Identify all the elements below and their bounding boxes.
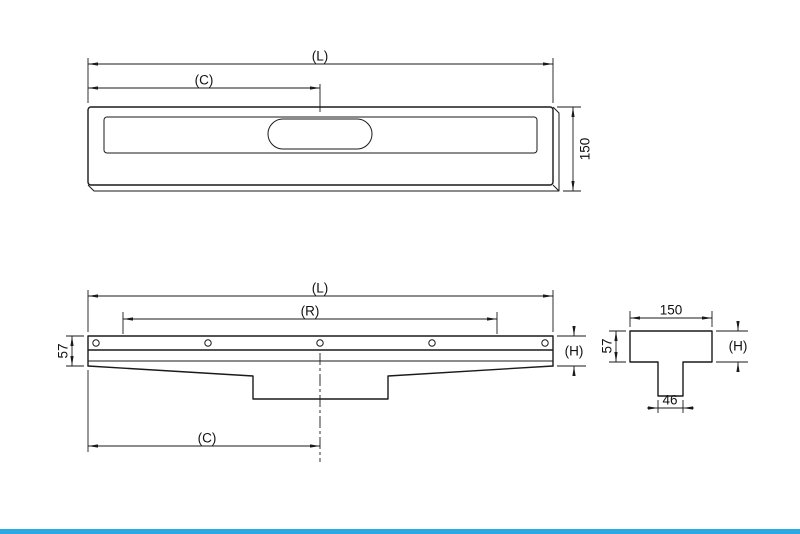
top-length-extension-lines <box>87 58 554 103</box>
side-grate-label: (R) <box>301 304 320 319</box>
side-height-left-extension-lines <box>66 335 84 367</box>
bottom-accent-bar <box>0 529 800 534</box>
fixing-hole <box>316 339 324 347</box>
top-view-depth-edges <box>87 106 560 192</box>
top-length-label: (L) <box>312 49 329 64</box>
side-view-bottom-profile <box>87 365 554 400</box>
side-length-label: (L) <box>312 281 329 296</box>
section-view: 150 57 (H) 46 <box>600 303 748 413</box>
section-height-right-label: (H) <box>729 339 748 354</box>
fixing-hole <box>428 339 436 347</box>
side-height-left-label: 57 <box>56 343 71 358</box>
top-width-label: 150 <box>578 138 593 161</box>
top-view-access-slot <box>267 118 373 150</box>
section-outlet-label: 46 <box>662 393 677 408</box>
side-center-label: (C) <box>198 431 217 446</box>
fixing-hole <box>204 339 212 347</box>
section-height-right-extension-lines <box>716 330 748 363</box>
section-profile <box>629 330 713 397</box>
top-width-extension-lines <box>557 106 581 192</box>
top-center-label: (C) <box>195 73 214 88</box>
side-grate-extension-lines <box>122 312 498 334</box>
side-view: (L) (R) 57 (H) (C) <box>56 281 586 462</box>
top-view-body <box>87 106 554 186</box>
section-height-left-label: 57 <box>600 338 615 353</box>
top-view-grate-frame <box>103 116 538 154</box>
fixing-hole <box>92 339 100 347</box>
side-view-flange <box>87 335 554 367</box>
section-width-label: 150 <box>660 303 683 318</box>
side-height-right-label: (H) <box>565 344 584 359</box>
side-height-right-extension-lines <box>557 335 586 367</box>
top-view: (L) (C) 150 <box>87 49 593 192</box>
fixing-hole <box>541 339 549 347</box>
